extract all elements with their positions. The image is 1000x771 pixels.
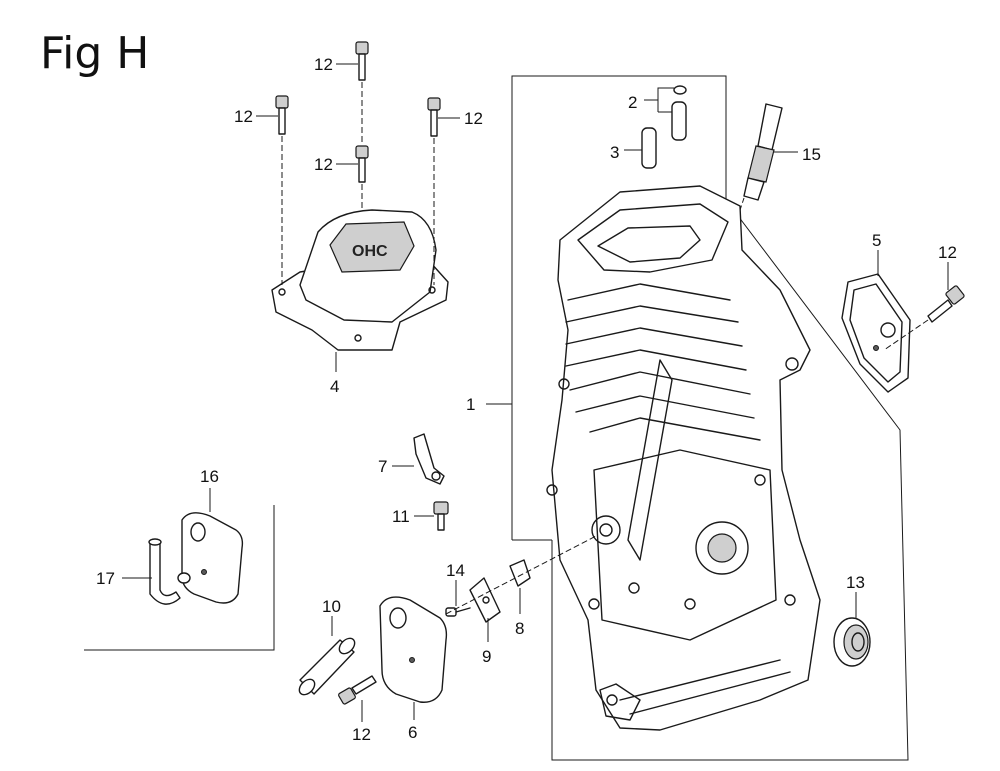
figure-title: Fig H <box>40 28 149 79</box>
valve-seal-2 <box>671 85 687 141</box>
screw-14 <box>445 607 471 617</box>
callout-10: 10 <box>322 597 341 616</box>
callout-8: 8 <box>515 619 524 638</box>
side-cover-plate-5 <box>841 273 911 393</box>
assembly-bracket <box>511 75 909 761</box>
bolt-12e <box>927 285 965 323</box>
callout-3: 3 <box>610 143 619 162</box>
callout-11: 11 <box>392 507 410 526</box>
callout-1: 1 <box>466 395 475 414</box>
callout-16: 16 <box>200 467 219 486</box>
breather-tube-10 <box>298 637 356 696</box>
engine-block <box>546 185 821 731</box>
breather-plate-16 <box>177 512 244 604</box>
bolt-12a <box>355 41 369 81</box>
callout-5: 5 <box>872 231 881 250</box>
leader-lines <box>122 63 949 722</box>
clip-8 <box>509 559 531 587</box>
oil-seal <box>833 617 871 667</box>
callout-12-side: 12 <box>938 243 957 262</box>
callout-12-right: 12 <box>464 109 483 128</box>
breather-hose-17 <box>148 538 181 605</box>
plate-9 <box>469 577 501 623</box>
callout-17: 17 <box>96 569 115 588</box>
callout-12-mid: 12 <box>314 155 333 174</box>
valve-guide-3 <box>641 127 657 169</box>
callout-14: 14 <box>446 561 465 580</box>
callout-15: 15 <box>802 145 821 164</box>
callout-12-top: 12 <box>314 55 333 74</box>
callout-7: 7 <box>378 457 387 476</box>
bolt-12b <box>275 95 289 135</box>
callout-12-bottom: 12 <box>352 725 371 744</box>
callout-13: 13 <box>846 573 865 592</box>
cylinder-head-cover: OHC <box>271 209 449 351</box>
bracket-7 <box>413 433 445 485</box>
bolt-11 <box>433 501 449 531</box>
spark-plug <box>733 103 783 229</box>
bolt-12d <box>355 145 369 183</box>
breather-cover-6 <box>379 596 448 703</box>
bolt-12f <box>338 675 377 705</box>
breather-group-bracket <box>84 505 275 651</box>
callout-9: 9 <box>482 647 491 666</box>
callout-4: 4 <box>330 377 339 396</box>
bolt-12c <box>427 97 441 137</box>
svg-text:OHC: OHC <box>352 243 388 260</box>
callout-6: 6 <box>408 723 417 742</box>
callout-2: 2 <box>628 93 637 112</box>
callout-12-left: 12 <box>234 107 253 126</box>
